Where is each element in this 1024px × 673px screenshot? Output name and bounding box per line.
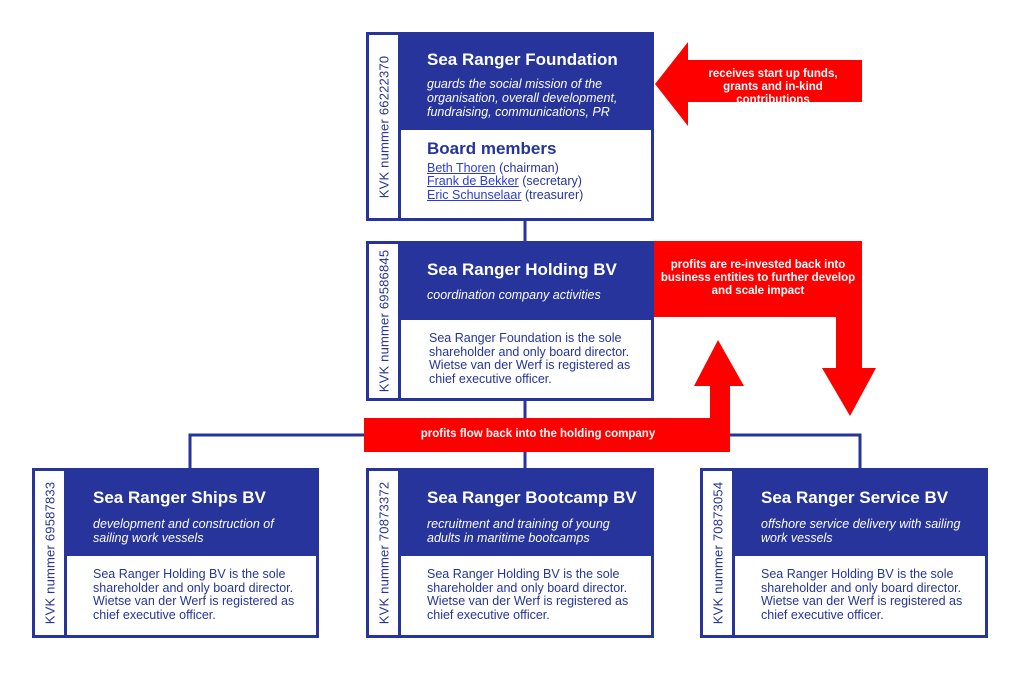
holding-description: coordination company activities [427, 288, 601, 302]
ships-name: Sea Ranger Ships BV [93, 488, 266, 507]
board-member: Frank de Bekker (secretary) [427, 174, 641, 189]
foundation-description: guards the social mission of the organis… [427, 77, 618, 119]
reinvest-arrow [654, 241, 876, 416]
holding-box: KVK nummer 69586845 Sea Ranger Holding B… [366, 241, 654, 401]
reinvest-note: profits are re-invested back into busine… [660, 259, 856, 297]
member-role: (chairman) [499, 160, 559, 175]
service-body: Sea Ranger Holding BV is the sole shareh… [761, 567, 963, 622]
service-box: KVK nummer 70873054 Sea Ranger Service B… [700, 468, 988, 638]
ships-description: development and construction of sailing … [93, 517, 274, 545]
board-member: Beth Thoren (chairman) [427, 160, 641, 176]
funds-note: receives start up funds, grants and in-k… [708, 68, 838, 106]
funds-arrow [655, 42, 862, 126]
bootcamp-name: Sea Ranger Bootcamp BV [427, 488, 637, 507]
ships-header: Sea Ranger Ships BV development and cons… [67, 471, 316, 556]
bootcamp-kvk: KVK nummer 70873372 [369, 471, 401, 635]
member-link-frank-de-bekker[interactable]: Frank de Bekker [427, 174, 519, 188]
foundation-kvk: KVK nummer 66222370 [369, 35, 401, 218]
service-kvk: KVK nummer 70873054 [703, 471, 735, 635]
board-member: Eric Schunselaar (treasurer) [427, 187, 641, 203]
ships-box: KVK nummer 69587833 Sea Ranger Ships BV … [32, 468, 319, 638]
holding-body: Sea Ranger Foundation is the sole shareh… [429, 331, 631, 386]
bootcamp-description: recruitment and training of young adults… [427, 517, 610, 545]
foundation-board: Board members Beth Thoren (chairman) Fra… [401, 130, 651, 218]
bootcamp-header: Sea Ranger Bootcamp BV recruitment and t… [401, 471, 651, 556]
holding-header: Sea Ranger Holding BV coordination compa… [401, 244, 651, 320]
holding-name: Sea Ranger Holding BV [427, 260, 617, 279]
holding-kvk: KVK nummer 69586845 [369, 244, 401, 398]
service-header: Sea Ranger Service BV offshore service d… [735, 471, 985, 556]
bootcamp-box: KVK nummer 70873372 Sea Ranger Bootcamp … [366, 468, 654, 638]
foundation-box: KVK nummer 66222370 Sea Ranger Foundatio… [366, 32, 654, 221]
member-role: (treasurer) [524, 187, 584, 202]
profits-flow-note: profits flow back into the holding compa… [420, 428, 656, 440]
ships-body: Sea Ranger Holding BV is the sole shareh… [93, 567, 295, 622]
member-link-beth-thoren[interactable]: Beth Thoren [427, 160, 496, 175]
foundation-header: Sea Ranger Foundation guards the social … [401, 35, 651, 130]
member-role: (secretary) [522, 174, 582, 188]
profits-flow-arrow [364, 340, 744, 452]
bootcamp-body: Sea Ranger Holding BV is the sole shareh… [427, 567, 629, 622]
foundation-name: Sea Ranger Foundation [427, 50, 618, 69]
service-name: Sea Ranger Service BV [761, 488, 949, 507]
member-link-eric-schunselaar[interactable]: Eric Schunselaar [427, 187, 522, 202]
board-title: Board members [427, 139, 557, 158]
service-description: offshore service delivery with sailing w… [761, 517, 961, 545]
ships-kvk: KVK nummer 69587833 [35, 471, 67, 635]
